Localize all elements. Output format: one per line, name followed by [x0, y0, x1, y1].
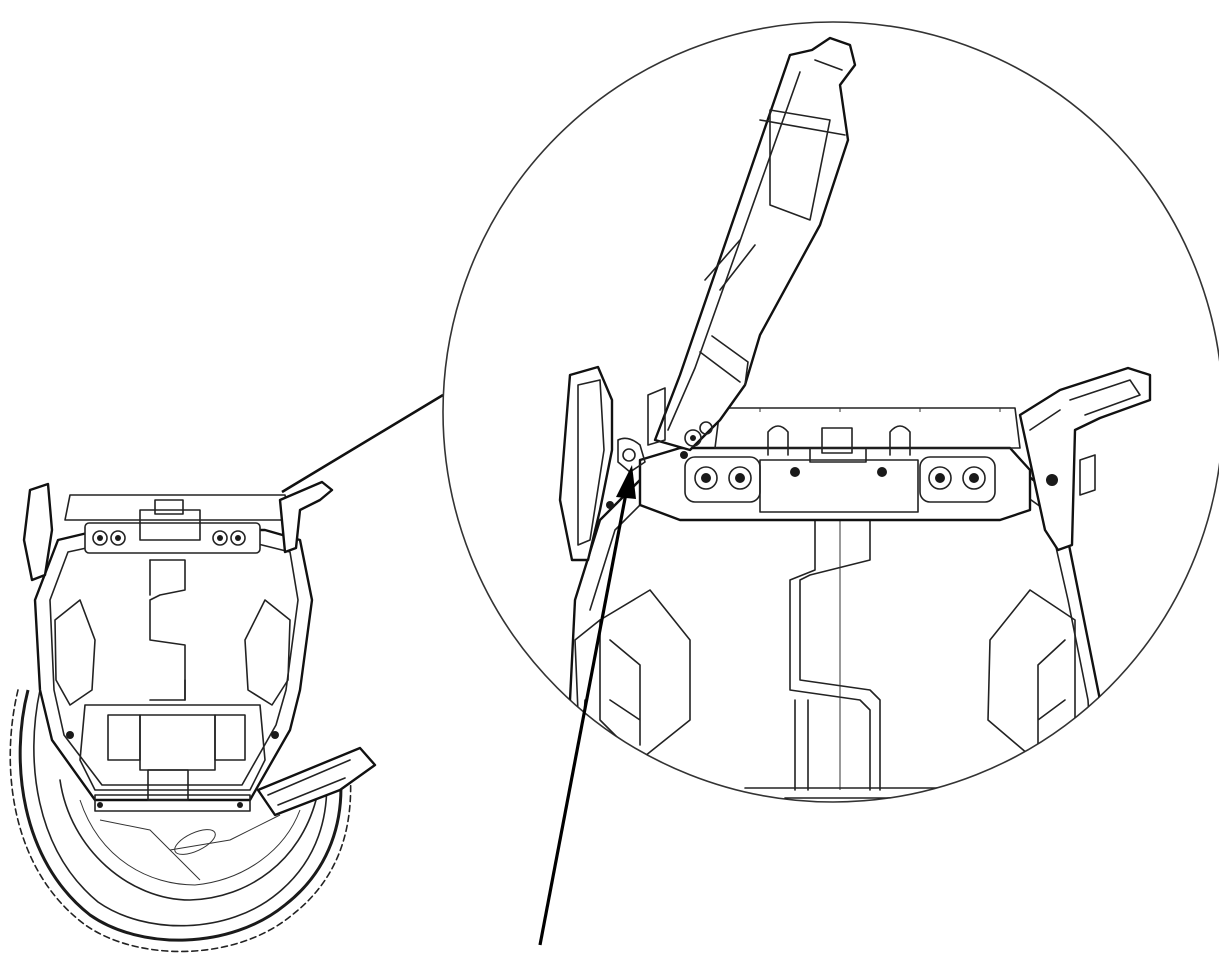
detail-right-handle	[1018, 366, 1152, 552]
detail-hinge-bracket	[617, 437, 688, 473]
magnified-detail	[442, 21, 1219, 803]
magnifier-circle	[442, 21, 1219, 803]
detail-open-lid	[647, 36, 857, 452]
unicycle-body	[33, 528, 314, 812]
unicycle-top	[22, 480, 377, 817]
detail-left-handle	[558, 365, 614, 562]
callout-arrow	[538, 465, 636, 946]
unicycle-overview	[9, 480, 377, 953]
detail-top-bar	[638, 407, 1032, 522]
unicycle-tire	[9, 689, 352, 953]
zoom-connector-line	[281, 393, 444, 494]
